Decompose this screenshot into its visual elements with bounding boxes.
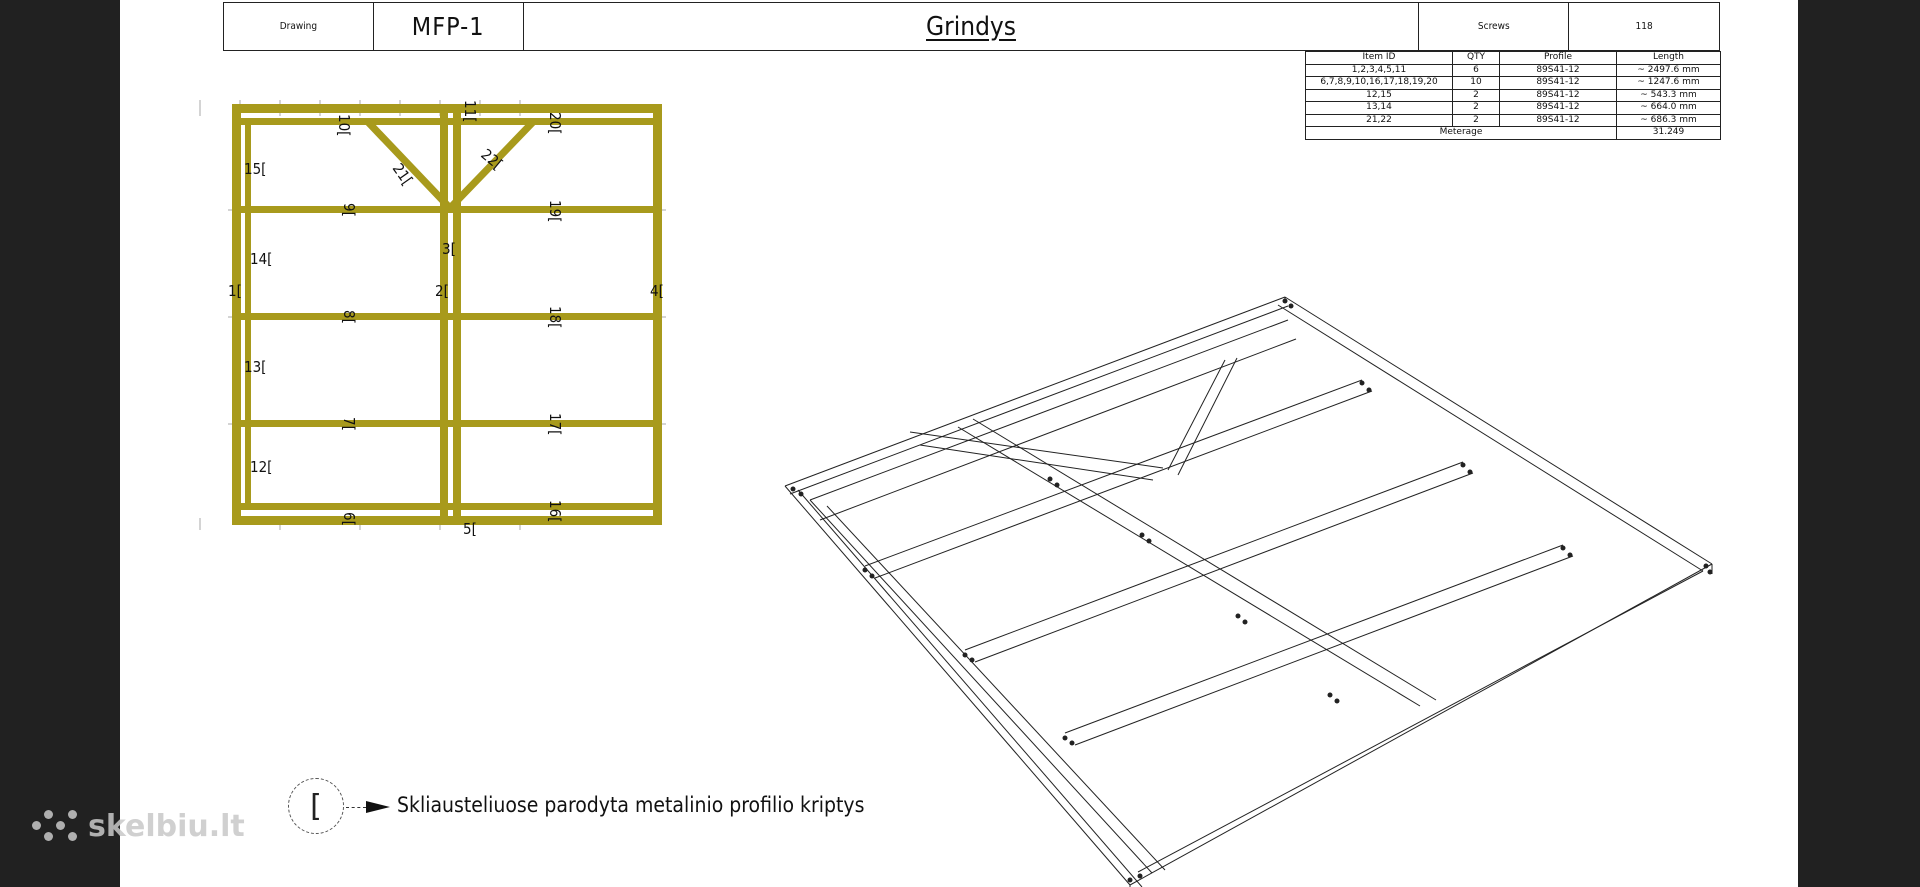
plan-label-14: 14[ — [250, 250, 272, 268]
legend-leader-line — [346, 807, 366, 808]
plan-label-3: 3[ — [442, 240, 456, 258]
watermark: skelbiu.lt — [32, 808, 245, 844]
screws-value: 118 — [1635, 21, 1653, 32]
plan-members — [232, 104, 662, 525]
plan-label-18: 18[ — [546, 306, 564, 328]
legend-text: Skliausteliuose parodyta metalinio profi… — [397, 793, 865, 817]
plan-label-6: 6[ — [340, 512, 358, 526]
drawing-sheet: Drawing MFP-1 Grindys Screws 118 Item ID… — [120, 0, 1798, 887]
table-row: 6,7,8,9,10,16,17,18,19,20 10 89S41-12 ~ … — [1305, 76, 1721, 90]
watermark-text: skelbiu.lt — [88, 808, 245, 844]
plan-label-5: 5[ — [463, 520, 477, 538]
plan-label-9: 9[ — [340, 203, 358, 217]
frame-isometric-view — [784, 296, 1713, 887]
plan-label-16: 16[ — [546, 500, 564, 522]
legend-bracket-symbol: [ — [288, 778, 344, 834]
legend-arrow-icon — [366, 801, 390, 813]
frame-plan-view: 1[ 2[ 3[ 4[ 5[ 6[ 7[ 8[ 9[ 10[ 11[ 12[ 1… — [199, 100, 666, 538]
meterage-label: Meterage — [1305, 126, 1617, 140]
meterage-row: Meterage 31.249 — [1305, 126, 1721, 140]
plan-label-12: 12[ — [250, 458, 272, 476]
screws-label: Screws — [1419, 3, 1570, 50]
plan-label-4: 4[ — [650, 282, 664, 300]
plan-diagonal-22 — [447, 122, 538, 206]
plan-label-1: 1[ — [228, 282, 242, 300]
plan-label-19: 19[ — [546, 200, 564, 222]
plan-crossbar-7-17 — [232, 420, 662, 427]
plan-diagonal-21 — [363, 122, 453, 206]
iso-screw-markers — [790, 298, 1713, 883]
plan-label-20: 20[ — [546, 112, 564, 134]
plan-label-13: 13[ — [244, 358, 266, 376]
iso-frame-lines — [784, 296, 1713, 887]
plan-label-15: 15[ — [244, 160, 266, 178]
drawing-label: Drawing — [224, 3, 374, 50]
watermark-logo-icon — [32, 808, 78, 844]
plan-crossbar-9-19 — [232, 206, 662, 213]
drawing-title: Grindys — [524, 3, 1420, 50]
plan-crossbar-8-18 — [232, 313, 662, 320]
table-row: 13,14 2 89S41-12 ~ 664.0 mm — [1305, 101, 1721, 115]
plan-label-11: 11[ — [461, 100, 479, 122]
plan-label-10: 10[ — [335, 114, 353, 136]
meterage-value: 31.249 — [1616, 126, 1721, 140]
right-dark-margin — [1798, 0, 1920, 887]
plan-label-8: 8[ — [340, 310, 358, 324]
title-block: Drawing MFP-1 Grindys Screws 118 — [223, 2, 1720, 51]
plan-label-2: 2[ — [435, 282, 449, 300]
plan-label-7: 7[ — [340, 417, 358, 431]
plan-label-17: 17[ — [546, 413, 564, 435]
drawing-id: MFP-1 — [374, 3, 524, 50]
left-dark-margin — [0, 0, 120, 887]
parts-table: Item ID QTY Profile Length 1,2,3,4,5,11 … — [1305, 51, 1721, 140]
